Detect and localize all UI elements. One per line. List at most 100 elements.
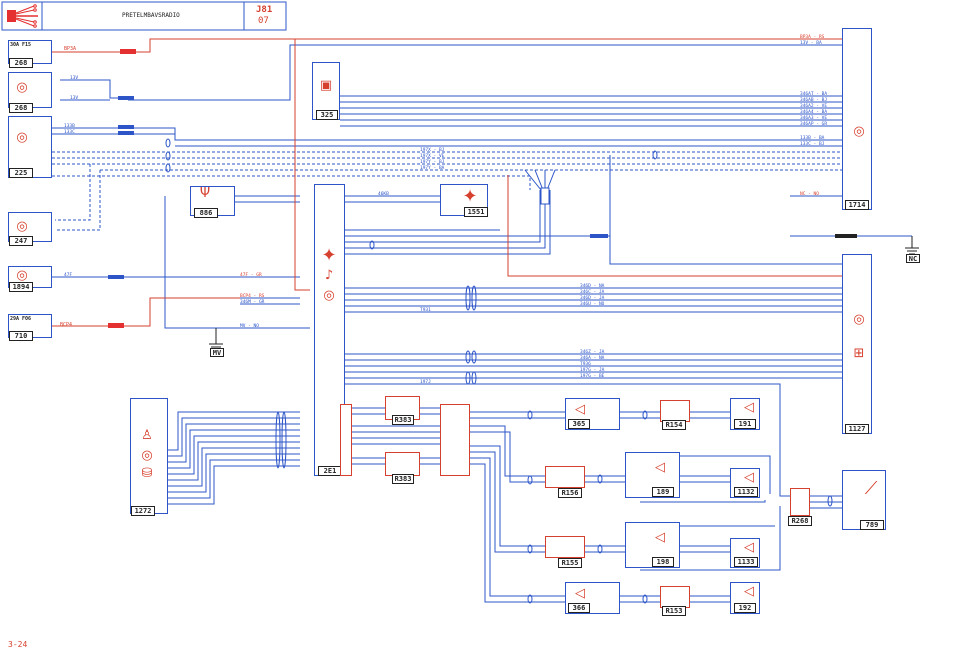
connector-block-right <box>440 404 470 476</box>
w346m-wire-label: 346M - GR <box>240 300 265 305</box>
gauge-icon: ◎ <box>141 448 153 463</box>
bp3a-wire-label: BP3A - RS <box>800 35 825 40</box>
ground-MV-id: MV <box>210 348 224 357</box>
connector-R383a-id: R383 <box>392 415 414 425</box>
connector-R153 <box>660 586 690 608</box>
component-886-id: 886 <box>194 208 218 218</box>
w13v-label-b: 13V <box>70 96 79 101</box>
w346-label-1: 346AT - BA <box>800 92 828 97</box>
component-225 <box>8 116 52 178</box>
speaker-icon: ◁ <box>575 586 585 601</box>
gauge-icon: ◎ <box>16 219 28 234</box>
w346z-label-5: 197G - BE <box>580 374 605 379</box>
connector-R155 <box>545 536 585 558</box>
component-191-id: 191 <box>734 419 756 429</box>
w346-label-5: 346A3 - VE <box>800 116 828 121</box>
gauge-icon: ◎ <box>853 312 865 327</box>
w197-label-4: 197Y - BA <box>420 166 445 171</box>
fuse-710-label: 29A F06 <box>10 316 32 322</box>
w346b-label-1: 346D - NA <box>580 284 605 289</box>
w346b-label-3: 346D - JA <box>580 296 605 301</box>
connector-R155-id: R155 <box>558 558 582 568</box>
component-2E1 <box>314 184 345 476</box>
star-icon: ✦ <box>321 245 337 266</box>
w346-label-2: 346AB - BJ <box>800 98 828 103</box>
component-268b-id: 268 <box>9 103 33 113</box>
w346-label-6: 346AP - GR <box>800 122 828 127</box>
w197-label-1: 197X - BJ <box>420 148 445 153</box>
w197-label-2: 197X - VE <box>420 154 445 159</box>
horn-icon: ⟋ <box>864 478 878 499</box>
w133b-label: 133B <box>64 124 75 129</box>
component-247-id: 247 <box>9 236 33 246</box>
page-ref: 3-24 <box>8 640 28 649</box>
w346b-label-4: 346U - NO <box>580 302 605 307</box>
connector-logo-icon <box>7 4 38 28</box>
antenna-icon: Ψ <box>199 186 211 201</box>
w346b-label-2: 346C - JA <box>580 290 605 295</box>
connector-R383b <box>385 452 420 476</box>
w346z-label-1: 346Z - JA <box>580 350 605 355</box>
w346z-label-4: 197G - JA <box>580 368 605 373</box>
w197-label-3: 197Y - BJ <box>420 160 445 165</box>
connector-block-2E1-out <box>340 404 352 476</box>
component-1127-id: 1127 <box>845 424 869 434</box>
w346-label-3: 346A2 - VE <box>800 104 828 109</box>
component-366-id: 366 <box>568 603 590 613</box>
w346-label-4: 346A4 - BA <box>800 110 828 115</box>
connector-R156-id: R156 <box>558 488 582 498</box>
connector-R154-id: R154 <box>662 420 686 430</box>
header-code: PRETELMBAVSRADIO <box>122 12 180 19</box>
inline-connectors <box>108 49 857 328</box>
page-number: 07 <box>258 16 269 26</box>
component-710-id: 710 <box>9 331 33 341</box>
speaker-icon: ◁ <box>575 402 585 417</box>
t931-label: T931 <box>420 308 431 313</box>
gauge-icon: ◎ <box>16 80 28 95</box>
w346z-label-3: T936 <box>580 362 591 367</box>
ground-NC-id: NC <box>906 254 920 263</box>
w133b-wire-label: 133B - BA <box>800 136 825 141</box>
gauge-icon: ◎ <box>323 288 335 303</box>
component-1714 <box>842 28 872 210</box>
star-icon: ✦ <box>462 186 478 207</box>
w47f-wire-label: 47F - GR <box>240 273 262 278</box>
component-1894-id: 1894 <box>9 282 33 292</box>
sheet-ref: J81 <box>256 5 273 15</box>
w197j-label: 197J <box>420 380 431 385</box>
w13v-wire-label: 13V - BA <box>800 41 822 46</box>
display-icon: ⊞ <box>853 346 865 361</box>
cylinder-icon: ⛁ <box>141 466 153 481</box>
component-325-id: 325 <box>316 110 338 120</box>
connector-R153-id: R153 <box>662 606 686 616</box>
w346z-label-2: 346A - NA <box>580 356 605 361</box>
component-268a-id: 268 <box>9 58 33 68</box>
red-wires <box>52 38 842 327</box>
component-1127 <box>842 254 872 434</box>
connector-R268 <box>790 488 810 516</box>
component-1551-id: 1551 <box>464 207 488 217</box>
bcp4-pin-label: BCP4 <box>60 322 73 328</box>
blue-wires <box>52 44 912 603</box>
header-frame <box>1 1 287 31</box>
speaker-icon: ◁ <box>744 540 754 555</box>
radio-icon: ▣ <box>319 78 333 93</box>
w47f-label: 47F <box>64 273 73 278</box>
speaker-icon: ◁ <box>655 530 665 545</box>
audio-icon: ♪ <box>324 268 334 283</box>
connector-R268-id: R268 <box>788 516 812 526</box>
ground-symbols <box>209 236 919 351</box>
component-365-id: 365 <box>568 419 590 429</box>
connector-R156 <box>545 466 585 488</box>
bcp4-wire-label: BCP4 - RS <box>240 294 265 299</box>
component-198-id: 198 <box>652 557 674 567</box>
gauge-icon: ◎ <box>16 268 28 283</box>
component-1272-id: 1272 <box>131 506 155 516</box>
gauge-icon: ◎ <box>16 130 28 145</box>
component-192-id: 192 <box>734 603 756 613</box>
w46kb-label: 46KB <box>378 192 389 197</box>
w133c-wire-label: 133C - BJ <box>800 142 825 147</box>
seat-icon: ♙ <box>141 428 153 443</box>
component-789-id: 789 <box>860 520 884 530</box>
